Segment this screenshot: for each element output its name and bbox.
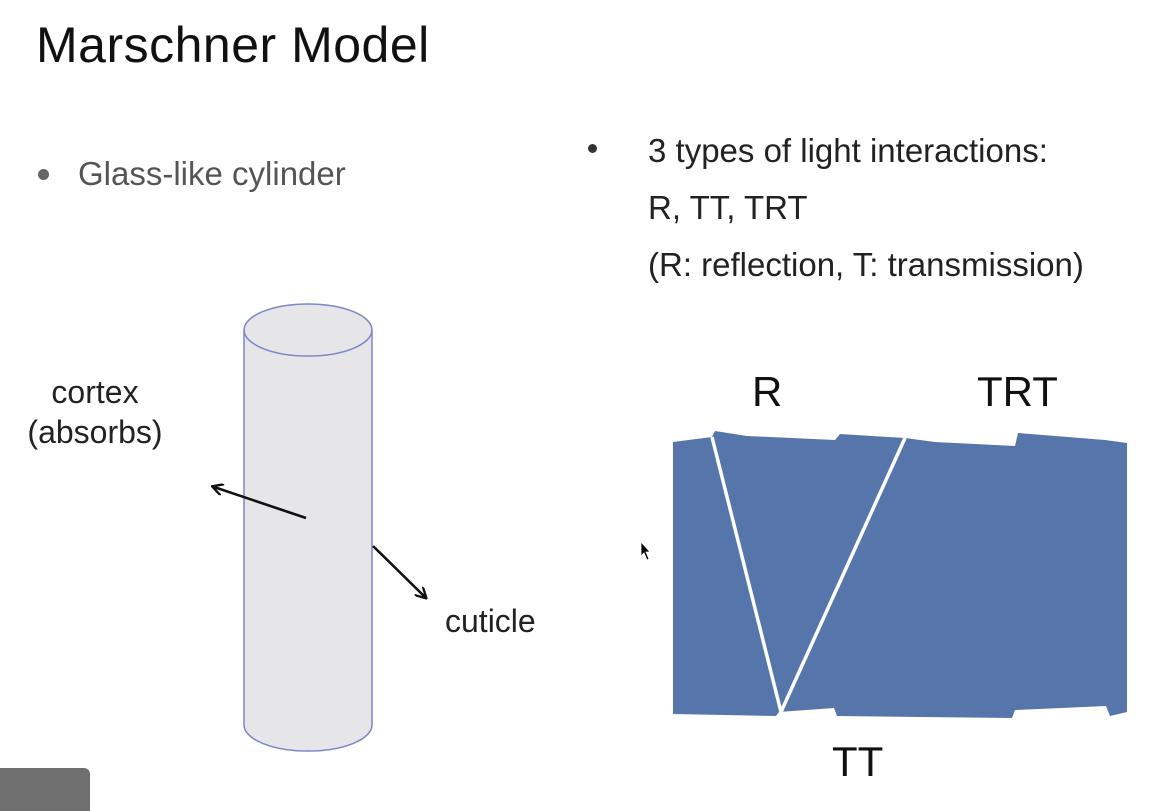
- cylinder-top: [243, 303, 373, 357]
- hair-strand: [673, 431, 1127, 718]
- glass-cylinder: [243, 303, 373, 752]
- light-path-rays: [710, 436, 907, 718]
- cuticle-label: cuticle: [445, 603, 536, 639]
- bullet-text: Glass-like cylinder: [78, 155, 346, 192]
- path-label-tt: TT: [832, 738, 884, 785]
- bullet-dot: [38, 168, 49, 180]
- bullet-line-3: (R: reflection, T: transmission): [648, 246, 1084, 283]
- path-label-r: R: [752, 368, 783, 415]
- cortex-label-line1: cortex: [51, 374, 139, 410]
- cortex-label-line2: (absorbs): [27, 414, 163, 450]
- cortex-label: cortex (absorbs): [14, 372, 176, 452]
- bullet-line-1: 3 types of light interactions:: [648, 132, 1048, 169]
- video-thumbnail-corner: [0, 768, 90, 811]
- cylinder-body: [243, 330, 373, 752]
- cuticle-arrow: [372, 545, 425, 597]
- bullet-line-2: R, TT, TRT: [648, 189, 808, 226]
- path-label-trt: TRT: [977, 368, 1058, 415]
- cortex-arrow: [214, 487, 307, 520]
- bullet-lines: 3 types of light interactions: R, TT, TR…: [648, 122, 1084, 293]
- mouse-cursor-icon: [640, 540, 651, 561]
- bullet-light-interactions: 3 types of light interactions: R, TT, TR…: [588, 122, 1084, 293]
- slide-title: Marschner Model: [36, 17, 430, 73]
- bullet-dot: [588, 144, 597, 153]
- bullet-glass-like-cylinder: Glass-like cylinder: [38, 152, 346, 196]
